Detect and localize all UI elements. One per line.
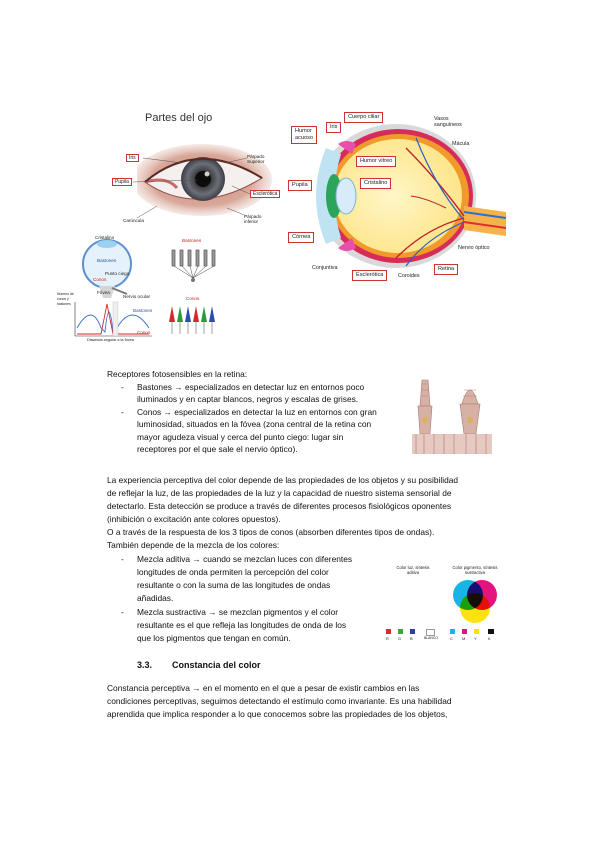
key-c: C [450,636,453,641]
label-humor-acuoso: Humor acuoso [291,126,318,144]
swatch-blanco [426,629,435,636]
color-mixing-figure: Color luz, síntesis aditiva Color pigmen… [384,563,504,643]
eye-section-figure: Humor acuoso Iris Cuerpo ciliar Vasos sa… [286,108,506,288]
constancia-line-2: condiciones perceptivas, seguimos detect… [107,696,452,706]
bullet-dash-3: - [121,554,124,564]
sustractiva-figure-title: Color pigmento, síntesis sustractiva [452,565,498,575]
swatch-r [386,629,391,634]
label-bastones-receptor: Bastones [182,238,202,243]
label-esclerotica-section: Esclerótica [352,270,388,281]
exp-line-4: (inhibición o excitación ante colores op… [107,514,281,524]
conos-line-1: Conos → especializados en detectar la lu… [137,407,377,417]
swatch-m [462,629,467,634]
key-r: R [386,636,389,641]
label-cristalino-retina: Cristalino [95,235,115,240]
label-pupila-section: Pupila [288,180,312,191]
eye-external-figure: Partes del ojo Iris Pupila Párpado Super… [107,108,285,228]
eye-external-illustration [137,144,272,216]
key-m: M [462,636,466,641]
label-humor-vitreo: Humor vítreo [356,156,397,167]
sustractiva-line-3: que los pigmentos que tengan en común. [137,633,291,643]
swatch-g [398,629,403,634]
label-cuerpo-ciliar: Cuerpo ciliar [344,112,384,123]
label-conos-retina: Conos [93,277,107,282]
swatch-b [410,629,415,634]
exp-line-2: de reflejar la luz, de las propiedades d… [107,488,452,498]
retina-distribution-figure: Cristalino Bastones Punto ciego Conos Fó… [57,232,157,344]
label-coroides: Coroides [398,273,420,279]
section-title: Constancia del color [172,660,261,670]
photoreceptor-illustration [410,376,494,454]
exp-line-6: También depende de la mezcla de los colo… [107,540,280,550]
label-nervio-optico: Nervio óptico [458,245,490,251]
bastones-line-1: Bastones → especializados en detectar lu… [137,382,365,392]
conos-line-2: luminosidad, situados en la fóvea (zona … [137,419,372,429]
label-conjuntiva: Conjuntiva [312,265,338,271]
conos-line-3: mayor agudeza visual y cerca del punto c… [137,432,344,442]
eye-external-title: Partes del ojo [145,112,213,124]
aditiva-line-2: longitudes de onda permiten la percepció… [137,567,329,577]
label-iris: Iris [126,154,139,162]
swatch-k [488,629,494,634]
label-y-axis: Número de conos y bastones [57,292,74,306]
aditiva-figure-title: Color luz, síntesis aditiva [396,565,430,575]
label-bastones-retina: Bastones [97,258,117,263]
label-nervio-ocular: Nervio ocular [123,294,151,299]
swatch-c [450,629,455,634]
bullet-dash-2: - [121,407,124,417]
additive-key-row: R G B BLANCO [386,629,444,643]
aditiva-line-3: resultante o con la suma de las longitud… [137,580,331,590]
subtractive-key-row: C M Y K [450,629,504,643]
label-vasos: Vasos sanguíneos [434,116,462,128]
label-iris-section: Iris [326,122,342,133]
receptores-title: Receptores fotosensibles en la retina: [107,369,248,379]
bullet-dash-1: - [121,382,124,392]
exp-line-5: O a través de la respuesta de los 3 tipo… [107,527,435,537]
bullet-dash-4: - [121,607,124,617]
label-punto-ciego: Punto ciego [105,271,130,276]
bastones-line-2: iluminados y en captar blancos, negros y… [137,394,359,404]
label-retina: Retina [434,264,459,275]
key-y: Y [474,636,477,641]
label-x-axis: Distancia angular a la fóvea [87,338,134,342]
exp-line-3: detectarlo. Esta detección se produce a … [107,501,452,511]
sustractiva-line-2: resultante es el que refleja las longitu… [137,620,347,630]
label-cornea: Córnea [288,232,315,243]
receptor-diagram-illustration [169,249,216,334]
label-conos-receptor: Conos [186,296,200,301]
aditiva-line-1: Mezcla aditiva → cuando se mezclan luces… [137,554,353,564]
label-bastones-graph: Bastones [133,308,153,313]
additive-circles [391,580,435,623]
key-k: K [488,636,491,641]
subtractive-circles [453,580,497,623]
conos-line-4: receptores por el que sale el nervio ópt… [137,444,298,454]
label-caruncula: Carúncula [123,218,144,223]
label-macula: Mácula [452,141,470,147]
constancia-line-3: aprendida que implica responder a lo que… [107,709,448,719]
swatch-y [474,629,479,634]
receptor-diagram-figure: Bastones Conos [164,236,224,346]
aditiva-line-4: añadidas. [137,593,174,603]
constancia-line-1: Constancia perceptiva → en el momento en… [107,683,420,693]
retina-distribution-illustration [74,239,152,337]
eye-section-illustration [316,124,506,268]
label-parpado-superior: Párpado Superior [247,154,265,164]
key-blanco: BLANCO [424,636,438,640]
key-b: B [410,636,413,641]
label-conos-graph: Conos [137,330,151,335]
label-parpado-inferior: Párpado inferior [244,214,262,224]
section-number: 3.3. [137,660,153,670]
label-pupila: Pupila [112,178,132,186]
label-cristalino-section: Cristalino [360,178,392,189]
exp-line-1: La experiencia perceptiva del color depe… [107,475,459,485]
label-esclerotica-ext: Esclerótica [250,190,281,198]
key-g: G [398,636,402,641]
sustractiva-line-1: Mezcla sustractiva → se mezclan pigmento… [137,607,339,617]
label-fovea: Fóvea [97,290,110,295]
eye-external-leaders [132,157,251,219]
